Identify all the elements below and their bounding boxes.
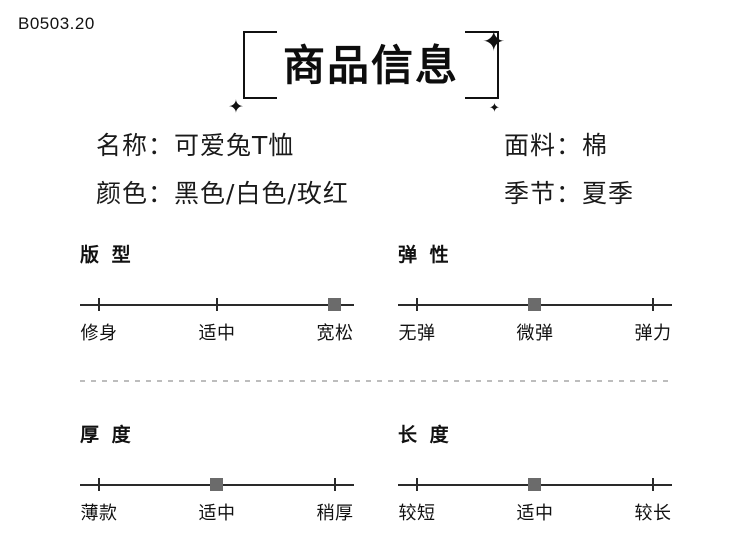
frame-left-vertical: [243, 31, 245, 99]
scale-label: 适中: [198, 503, 236, 524]
info-season-value: 夏季: [582, 179, 635, 208]
scale-marker: [528, 478, 541, 491]
scale-labels: 修身 适中 宽松: [80, 323, 354, 349]
scale-tick: [652, 478, 654, 491]
scale-tick: [216, 298, 218, 311]
frame-right-vertical: [497, 31, 499, 99]
info-name-label: 名称：: [96, 131, 175, 160]
scale-marker: [528, 298, 541, 311]
title-block: 商品信息 ✦ ✦ ✦: [0, 20, 750, 118]
scale-labels: 较短 适中 较长: [398, 503, 672, 529]
scale-label: 薄款: [80, 503, 118, 524]
spec-title: 弹 性: [398, 244, 452, 266]
info-fabric-value: 棉: [582, 131, 609, 160]
info-row: 颜色：黑色/白色/玫红 季节：夏季: [0, 178, 750, 226]
scale-label: 微弹: [516, 323, 554, 344]
scale-label: 无弹: [398, 323, 436, 344]
info-fabric: 面料：棉: [504, 130, 608, 162]
info-name-value: 可爱兔T恤: [174, 131, 295, 160]
scale-tick: [98, 478, 100, 491]
spec-scale: [398, 476, 672, 494]
info-row: 名称：可爱兔T恤 面料：棉: [0, 130, 750, 178]
scale-label: 较短: [398, 503, 436, 524]
spec-scale: [80, 296, 354, 314]
spec-elasticity: 弹 性 无弹 微弹 弹力: [398, 240, 688, 349]
spec-scale: [398, 296, 672, 314]
frame-right-bottom: [465, 97, 499, 99]
sparkle-icon: ✦: [489, 101, 500, 116]
scale-marker: [328, 298, 341, 311]
page-title: 商品信息: [282, 41, 459, 90]
scale-label: 宽松: [316, 323, 354, 344]
info-color-value: 黑色/白色/玫红: [174, 179, 349, 208]
info-season: 季节：夏季: [504, 178, 634, 210]
spec-title: 厚 度: [80, 424, 134, 446]
scale-label: 稍厚: [316, 503, 354, 524]
frame-right-top: [465, 31, 499, 33]
scale-label: 适中: [198, 323, 236, 344]
scale-label: 修身: [80, 323, 118, 344]
spec-title: 长 度: [398, 424, 452, 446]
spec-thickness: 厚 度 薄款 适中 稍厚: [80, 420, 370, 529]
info-section: 名称：可爱兔T恤 面料：棉 颜色：黑色/白色/玫红 季节：夏季: [0, 130, 750, 226]
scale-label: 弹力: [634, 323, 672, 344]
frame-left-bottom: [243, 97, 277, 99]
scale-tick: [416, 478, 418, 491]
info-color: 颜色：黑色/白色/玫红: [96, 178, 349, 210]
info-season-label: 季节：: [504, 179, 583, 208]
scale-tick: [416, 298, 418, 311]
scale-labels: 无弹 微弹 弹力: [398, 323, 672, 349]
scale-labels: 薄款 适中 稍厚: [80, 503, 354, 529]
scale-label: 适中: [516, 503, 554, 524]
spec-title: 版 型: [80, 244, 134, 266]
info-name: 名称：可爱兔T恤: [96, 130, 294, 162]
info-color-label: 颜色：: [96, 179, 175, 208]
spec-fit: 版 型 修身 适中 宽松: [80, 240, 370, 349]
sparkle-icon: ✦: [228, 96, 244, 118]
info-fabric-label: 面料：: [504, 131, 583, 160]
section-divider: [80, 380, 670, 382]
scale-label: 较长: [634, 503, 672, 524]
spec-scale: [80, 476, 354, 494]
scale-tick: [98, 298, 100, 311]
scale-tick: [334, 478, 336, 491]
product-code: B0503.20: [18, 14, 95, 33]
title-frame: [243, 31, 499, 99]
scale-marker: [210, 478, 223, 491]
frame-left-top: [243, 31, 277, 33]
scale-tick: [652, 298, 654, 311]
spec-length: 长 度 较短 适中 较长: [398, 420, 688, 529]
sparkle-icon: ✦: [482, 25, 506, 58]
